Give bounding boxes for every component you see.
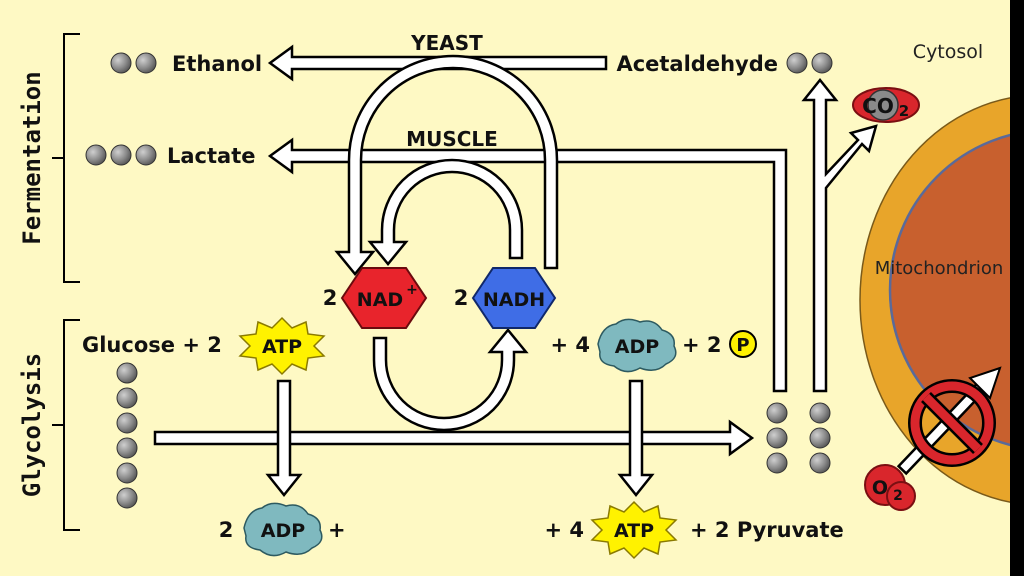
muscle-nadh-loop [367,158,524,266]
yeast-label: YEAST [410,31,483,55]
atp-output-text: ATP [614,520,654,542]
adp-to-atp-arrow [617,379,655,498]
ethanol-label: Ethanol [172,52,262,76]
nad-coefficient: 2 [323,286,338,310]
nad-superscript: + [406,282,418,298]
pyruvate-molecules [766,402,831,474]
o2-subscript: 2 [893,488,903,504]
fermentation-bracket [52,33,80,283]
glycolysis-label: Glycolysis [18,353,46,498]
co2-badge: CO 2 [852,87,920,123]
cytosol-label: Cytosol [913,41,983,63]
ethanol-molecule [110,52,157,74]
phosphate-badge: P [729,330,757,358]
muscle-label: MUSCLE [406,127,498,151]
adp-input-coef: + 4 [550,333,590,357]
atp-to-adp-arrow [265,379,303,498]
adp-input-blob: ADP [597,318,677,373]
no-oxygen-sign [896,366,1002,476]
glycolysis-bracket [52,319,80,531]
o2-text: O [872,477,888,499]
adp-output-coef: 2 [219,518,234,542]
glycolysis-arrow [153,419,755,457]
nadh-coefficient: 2 [454,286,469,310]
nadh-hexagon: NADH [471,267,557,329]
atp-input-burst: ATP [238,316,326,376]
lactate-label: Lactate [167,144,256,168]
acetaldehyde-label: Acetaldehyde [616,52,778,76]
atp-input-text: ATP [262,336,302,358]
o2-badge: O 2 [864,464,916,511]
yeast-nadh-loop [334,54,559,276]
nadh-text: NADH [483,289,545,311]
adp-output-text: ADP [261,520,305,542]
nad-text: NAD [357,289,403,311]
acetaldehyde-molecule [786,52,833,74]
mitochondrion-label: Mitochondrion [875,258,1004,279]
atp-output-burst: ATP [590,500,678,560]
glucose-label: Glucose + 2 [82,333,222,357]
co2-text: CO [862,94,894,118]
muscle-arrow [267,137,788,393]
glycolysis-nad-loop [372,328,529,432]
phosphate-coef: + 2 [682,333,722,357]
adp-input-text: ADP [615,336,659,358]
atp-output-coef: + 4 [544,518,584,542]
lactate-molecule [85,144,157,166]
glucose-molecule [116,362,138,509]
decarboxylation-arrow [801,77,878,393]
adp-output-plus: + [328,518,346,542]
co2-subscript: 2 [899,102,909,120]
nad-plus-hexagon: NAD + [340,267,428,329]
fermentation-label: Fermentation [18,71,46,244]
adp-output-blob: ADP [243,502,323,557]
pyruvate-label: + 2 Pyruvate [690,518,844,542]
phosphate-text: P [736,335,749,356]
